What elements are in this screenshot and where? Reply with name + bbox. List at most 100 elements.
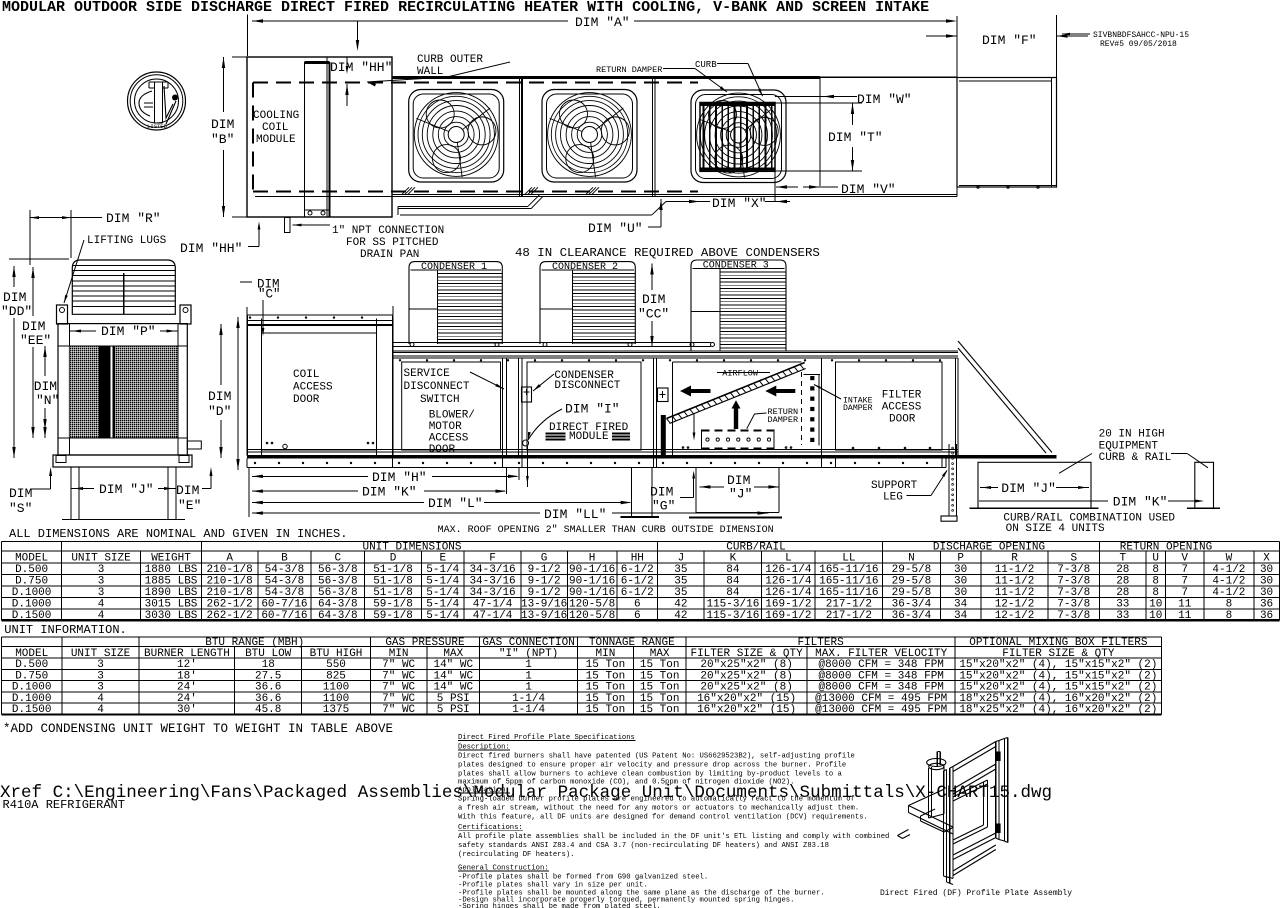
svg-text:DIM "F": DIM "F" [982, 33, 1037, 48]
svg-text:11-1/2: 11-1/2 [995, 587, 1035, 599]
svg-text:V: V [1181, 553, 1188, 565]
svg-text:15"x20"x2" (4), 15"x15"x2" (2): 15"x20"x2" (4), 15"x15"x2" (2) [959, 659, 1157, 671]
svg-text:54-3/8: 54-3/8 [265, 564, 305, 576]
svg-text:34-3/16: 34-3/16 [469, 576, 515, 588]
svg-text:36: 36 [1260, 610, 1273, 622]
svg-text:64-3/8: 64-3/8 [318, 599, 358, 611]
svg-text:-Spring hinges shall be made f: -Spring hinges shall be made from plated… [458, 903, 661, 908]
svg-text:15 Ton: 15 Ton [640, 704, 680, 716]
svg-text:3015 LBS: 3015 LBS [145, 599, 198, 611]
svg-text:5-1/4: 5-1/4 [426, 564, 459, 576]
svg-text:CONDENSER 2: CONDENSER 2 [552, 262, 618, 273]
svg-text:DIM: DIM [727, 473, 750, 488]
svg-text:-Profile plates shall vary in: -Profile plates shall vary in size per u… [458, 882, 648, 890]
svg-text:P: P [957, 553, 964, 565]
svg-text:64-3/8: 64-3/8 [318, 610, 358, 622]
svg-text:11-1/2: 11-1/2 [995, 564, 1035, 576]
svg-text:120-5/8: 120-5/8 [569, 599, 615, 611]
svg-text:20"x25"x2" (8): 20"x25"x2" (8) [700, 682, 792, 694]
svg-text:36.6: 36.6 [255, 693, 281, 705]
svg-text:13-9/16: 13-9/16 [521, 610, 567, 622]
svg-text:safety standards ANSI Z83.4 an: safety standards ANSI Z83.4 and CSA 3.7 … [458, 842, 829, 850]
svg-text:CONDENSER: CONDENSER [554, 370, 614, 382]
svg-text:R: R [1011, 553, 1018, 565]
svg-text:126-1/4: 126-1/4 [765, 564, 812, 576]
svg-text:12-1/2: 12-1/2 [995, 599, 1035, 611]
svg-text:15 Ton: 15 Ton [640, 682, 680, 694]
svg-text:12': 12' [177, 659, 197, 671]
svg-text:18': 18' [177, 670, 197, 682]
svg-text:D.1000: D.1000 [12, 693, 52, 705]
svg-text:DIM "V": DIM "V" [841, 182, 896, 197]
svg-text:210-1/8: 210-1/8 [207, 564, 253, 576]
svg-text:S: S [1070, 553, 1077, 565]
svg-text:3: 3 [97, 682, 104, 694]
svg-text:8: 8 [1226, 610, 1233, 622]
svg-text:CONDENSER 1: CONDENSER 1 [421, 262, 487, 273]
svg-text:MIN: MIN [389, 648, 409, 660]
svg-text:15 Ton: 15 Ton [586, 693, 626, 705]
svg-text:1: 1 [525, 659, 532, 671]
svg-text:6-1/2: 6-1/2 [621, 587, 654, 599]
svg-text:11-1/2: 11-1/2 [995, 576, 1035, 588]
svg-text:DIM "X": DIM "X" [712, 196, 767, 211]
svg-text:8: 8 [1226, 599, 1233, 611]
svg-text:RETURN: RETURN [768, 407, 799, 417]
svg-text:"EE": "EE" [20, 333, 51, 348]
svg-text:15"x20"x2" (4), 15"x15"x2" (2): 15"x20"x2" (4), 15"x15"x2" (2) [959, 682, 1157, 694]
svg-text:90-1/16: 90-1/16 [569, 564, 615, 576]
svg-text:30: 30 [1260, 576, 1273, 588]
svg-text:plates designed to ensure prop: plates designed to ensure proper air vel… [458, 762, 846, 770]
svg-text:18: 18 [262, 659, 275, 671]
svg-text:D.1000: D.1000 [12, 587, 52, 599]
svg-text:MAX: MAX [443, 648, 463, 660]
svg-text:DOOR: DOOR [293, 394, 320, 406]
svg-text:4: 4 [97, 693, 104, 705]
svg-text:5-1/4: 5-1/4 [426, 576, 459, 588]
svg-text:36-3/4: 36-3/4 [892, 599, 932, 611]
svg-text:6-1/2: 6-1/2 [621, 576, 654, 588]
svg-text:FILTERS: FILTERS [797, 637, 844, 649]
svg-text:COIL: COIL [262, 122, 288, 134]
svg-text:MODEL: MODEL [15, 553, 48, 565]
svg-text:T: T [1119, 553, 1126, 565]
svg-text:J: J [678, 553, 685, 565]
svg-text:E: E [439, 553, 446, 565]
svg-text:SIVBNBDFSAHCC-NPU-15: SIVBNBDFSAHCC-NPU-15 [1093, 31, 1189, 40]
svg-text:28: 28 [1116, 576, 1129, 588]
svg-text:@8000 CFM = 348 FPM: @8000 CFM = 348 FPM [818, 682, 943, 694]
svg-text:29-5/8: 29-5/8 [892, 564, 932, 576]
svg-text:"S": "S" [9, 501, 32, 516]
svg-text:59-1/8: 59-1/8 [373, 610, 413, 622]
svg-text:DIM: DIM [208, 389, 231, 404]
svg-text:Description:: Description: [458, 744, 510, 752]
svg-text:28: 28 [1116, 587, 1129, 599]
svg-text:15 Ton: 15 Ton [640, 670, 680, 682]
svg-text:UNIT SIZE: UNIT SIZE [71, 553, 131, 565]
svg-text:47-1/4: 47-1/4 [473, 599, 513, 611]
svg-text:54-3/8: 54-3/8 [265, 587, 305, 599]
svg-text:MODEL: MODEL [15, 648, 48, 660]
svg-text:DIM "U": DIM "U" [588, 221, 643, 236]
svg-text:16"x20"x2" (15): 16"x20"x2" (15) [697, 693, 796, 705]
svg-text:*ADD CONDENSING UNIT WEIGHT TO: *ADD CONDENSING UNIT WEIGHT TO WEIGHT IN… [3, 722, 393, 736]
svg-text:4-1/2: 4-1/2 [1212, 587, 1245, 599]
svg-text:MODULE: MODULE [256, 134, 296, 146]
svg-text:BTU RANGE (MBH): BTU RANGE (MBH) [205, 637, 304, 649]
svg-text:1885 LBS: 1885 LBS [145, 576, 198, 588]
svg-text:D.1500: D.1500 [12, 704, 52, 716]
svg-text:1-1/4: 1-1/4 [512, 704, 545, 716]
svg-text:7" WC: 7" WC [382, 704, 415, 716]
svg-text:K: K [730, 553, 737, 565]
svg-text:CONDENSER 3: CONDENSER 3 [703, 260, 769, 271]
svg-text:7" WC: 7" WC [382, 670, 415, 682]
svg-text:With this feature, all DF unit: With this feature, all DF units are desi… [458, 814, 868, 822]
svg-text:4: 4 [97, 704, 104, 716]
svg-text:DIM: DIM [3, 290, 26, 305]
svg-text:15 Ton: 15 Ton [640, 693, 680, 705]
svg-text:30: 30 [954, 564, 967, 576]
svg-text:1890 LBS: 1890 LBS [145, 587, 198, 599]
svg-text:CURB OUTER: CURB OUTER [417, 54, 483, 66]
svg-text:ACCESS: ACCESS [429, 433, 469, 445]
svg-text:"N": "N" [36, 393, 59, 408]
